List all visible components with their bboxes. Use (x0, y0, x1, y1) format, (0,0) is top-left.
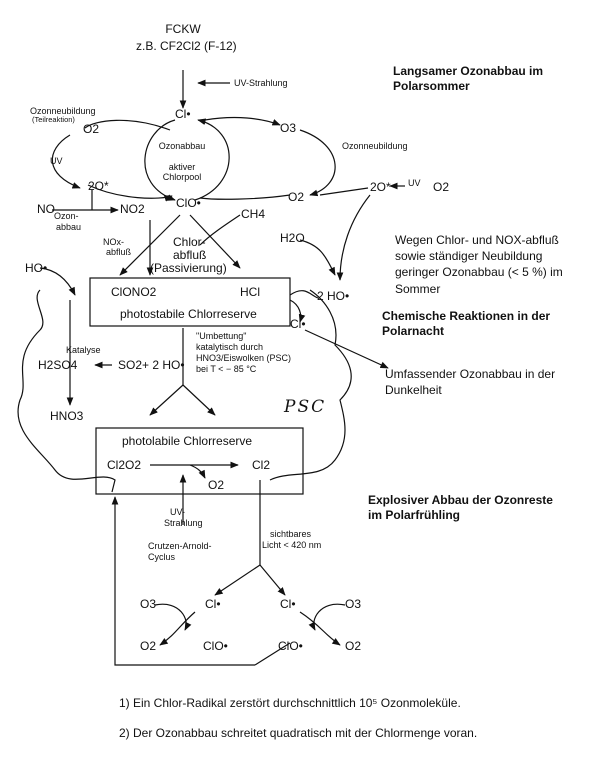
bottom-uv-1: UV- (170, 507, 186, 517)
right-cycle (204, 116, 281, 126)
left-uv: UV (50, 156, 63, 166)
h2o-arrow (299, 239, 336, 276)
center-label-3: Chlorpool (162, 172, 202, 182)
center-label-2: aktiver (168, 162, 196, 172)
bottom-cl-right: Cl• (280, 597, 296, 611)
right-title: Ozonneubildung (342, 141, 408, 151)
embed-1: "Umbettung" (196, 331, 247, 341)
chlor-outflow-right (189, 214, 241, 269)
bottom-o2-left: O2 (140, 639, 157, 653)
chlor-outflow-2: abfluß (173, 248, 207, 262)
side-heading-3: Explosiver Abbau der Ozonreste im Polarf… (368, 493, 553, 522)
right-2o: 2O* (370, 180, 391, 194)
embed-2: katalytisch durch (196, 342, 264, 352)
left-bottom-cycle (154, 603, 192, 631)
bottom-clo-left: ClO• (203, 639, 228, 653)
reserve-2ho: 2 HO• (317, 289, 350, 303)
source-name: FCKW (165, 22, 201, 36)
left-title: Ozonneubildung (30, 106, 96, 116)
embed-4: bei T < − 85 °C (196, 364, 257, 374)
cl-to-dark (304, 329, 389, 369)
psc-cloud-outline (17, 289, 352, 493)
labile-box-frame (95, 427, 304, 495)
so2-label: SO2+ 2 HO• (118, 358, 185, 372)
central-cycle (144, 119, 176, 201)
cl-radical: Cl• (175, 107, 191, 121)
nox-outflow-1: NOx- (103, 237, 124, 247)
cl2o2-label: Cl2O2 (107, 458, 142, 472)
labile-o2: O2 (208, 478, 225, 492)
reserve-box-frame (89, 277, 291, 327)
bottom-o3-left: O3 (140, 597, 157, 611)
right-bottom-cycle (308, 603, 346, 631)
ch4-label: CH4 (241, 207, 266, 221)
footnote-2: 2) Der Ozonabbau schreitet quadratisch m… (119, 726, 478, 740)
no2-label: NO2 (120, 202, 145, 216)
reserve-cl: Cl• (290, 317, 306, 331)
footnote-1: 1) Ein Chlor-Radikal zerstört durchschni… (119, 696, 461, 710)
reserve-title: photostabile Chlorreserve (120, 307, 257, 321)
right-uv: UV (408, 178, 421, 188)
bottom-cl-left: Cl• (205, 597, 221, 611)
left-subtitle: (Teilreaktion) (32, 115, 75, 124)
ho-left: HO• (25, 261, 48, 275)
center-label-1: Ozonabbau (158, 141, 206, 151)
nox-outflow-2: abfluß (106, 247, 132, 257)
h2so4-label: H2SO4 (38, 358, 78, 372)
right-2o-down (336, 194, 371, 281)
light-2: Licht < 420 nm (262, 540, 322, 550)
cl2-label: Cl2 (252, 458, 271, 472)
no-note-2: abbau (56, 222, 82, 232)
chlor-outflow-1: Chlor- (173, 235, 206, 249)
bottom-clo-right: ClO• (278, 639, 303, 653)
hno3-label: HNO3 (50, 409, 84, 423)
embed-3: HNO3/Eiswolken (PSC) (196, 353, 292, 363)
right-o3: O3 (280, 121, 297, 135)
return-line (111, 496, 255, 666)
side-note-2: Umfassender Ozonabbau in der Dunkelheit (385, 367, 556, 398)
clo-radical: ClO• (176, 196, 201, 210)
katalyse-label: Katalyse (66, 345, 101, 355)
side-note-1: Wegen Chlor- und NOX-abfluß sowie ständi… (395, 233, 563, 296)
left-o2: O2 (83, 122, 100, 136)
hcl-label: HCl (240, 285, 260, 299)
psc-label: PSC (284, 397, 327, 417)
light-1: sichtbares (270, 529, 312, 539)
clono2-label: ClONO2 (111, 285, 157, 299)
labile-title: photolabile Chlorreserve (122, 434, 253, 448)
bottom-o3-right: O3 (345, 597, 362, 611)
side-heading-2: Chemische Reaktionen in der Polarnacht (382, 309, 551, 338)
bottom-o2-right: O2 (345, 639, 362, 653)
ho-left-arrow (39, 267, 76, 296)
h2o-label: H2O (280, 231, 305, 245)
bottom-uv-2: Strahlung (164, 518, 203, 528)
chlor-outflow-3: (Passivierung) (150, 261, 227, 275)
cycle-name-1: Crutzen-Arnold- (148, 541, 212, 551)
hcl-2ho (289, 290, 319, 299)
uv-label-top: UV-Strahlung (234, 78, 288, 88)
side-heading-1: Langsamer Ozonabbau im Polarsommer (393, 64, 544, 93)
right-o2: O2 (288, 190, 305, 204)
cycle-name-2: Cyclus (148, 552, 176, 562)
ch4-arrow (199, 214, 241, 246)
no-note-1: Ozon- (54, 211, 79, 221)
source-example: z.B. CF2Cl2 (F-12) (136, 39, 237, 53)
no-label: NO (37, 202, 55, 216)
left-2o: 2O* (88, 179, 109, 193)
right-o2b: O2 (433, 180, 450, 194)
chlor-outflow-left (119, 214, 181, 276)
